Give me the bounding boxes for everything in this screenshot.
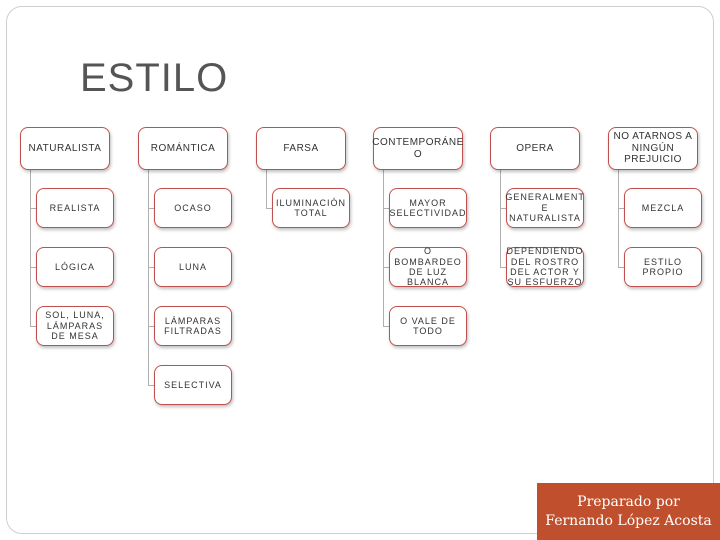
connector-2-1: [148, 208, 154, 209]
connector-col-6: [618, 170, 619, 267]
connector-4-3: [383, 326, 389, 327]
connector-col-1: [30, 170, 31, 326]
item-realista: REALISTA: [36, 188, 114, 228]
connector-col-3: [266, 170, 267, 208]
connector-5-1: [500, 208, 506, 209]
credit-banner: Preparado por Fernando López Acosta: [537, 483, 720, 540]
connector-2-3: [148, 326, 154, 327]
connector-4-1: [383, 208, 389, 209]
header-farsa: FARSA: [256, 127, 346, 170]
item-bombardeo-luz-blanca: O BOMBARDEO DE LUZ BLANCA: [389, 246, 467, 287]
connector-1-1: [30, 208, 36, 209]
item-generalmente-naturalista: GENERALMENT E NATURALISTA: [505, 188, 584, 228]
item-selectiva: SELECTIVA: [154, 365, 232, 405]
credit-line-2: Fernando López Acosta: [545, 512, 712, 529]
item-logica: LÓGICA: [36, 247, 114, 287]
connector-col-2: [148, 170, 149, 385]
credit-line-1: Preparado por: [577, 493, 680, 510]
item-ocaso: OCASO: [154, 188, 232, 228]
header-opera: OPERA: [490, 127, 580, 170]
header-naturalista: NATURALISTA: [20, 127, 110, 170]
connector-3-1: [266, 208, 272, 209]
connector-2-2: [148, 267, 154, 268]
item-mayor-selectividad: MAYOR SELECTIVIDAD: [389, 188, 467, 228]
connector-6-2: [618, 267, 624, 268]
connector-5-2: [500, 267, 506, 268]
header-romantica: ROMÁNTICA: [138, 127, 228, 170]
item-vale-de-todo: O VALE DE TODO: [389, 306, 467, 346]
item-lamparas-filtradas: LÁMPARAS FILTRADAS: [154, 306, 232, 346]
slide-title: ESTILO: [80, 56, 229, 100]
header-contemporaneo: CONTEMPORÁNE O: [372, 127, 463, 170]
connector-1-3: [30, 326, 36, 327]
item-mezcla: MEZCLA: [624, 188, 702, 228]
item-estilo-propio: ESTILO PROPIO: [624, 247, 702, 287]
connector-4-2: [383, 267, 389, 268]
connector-1-2: [30, 267, 36, 268]
item-sol-luna-lamparas: SOL, LUNA, LÁMPARAS DE MESA: [36, 306, 114, 346]
connector-col-4: [383, 170, 384, 326]
item-iluminacion-total: ILUMINACIÓN TOTAL: [272, 188, 350, 228]
item-dependiendo-rostro: DEPENDIENDO DEL ROSTRO DEL ACTOR Y SU ES…: [506, 246, 584, 288]
connector-2-4: [148, 385, 154, 386]
item-luna: LUNA: [154, 247, 232, 287]
connector-col-5: [500, 170, 501, 267]
header-no-atarnos: NO ATARNOS A NINGÚN PREJUICIO: [608, 127, 698, 170]
slide-frame: [6, 6, 714, 534]
connector-6-1: [618, 208, 624, 209]
